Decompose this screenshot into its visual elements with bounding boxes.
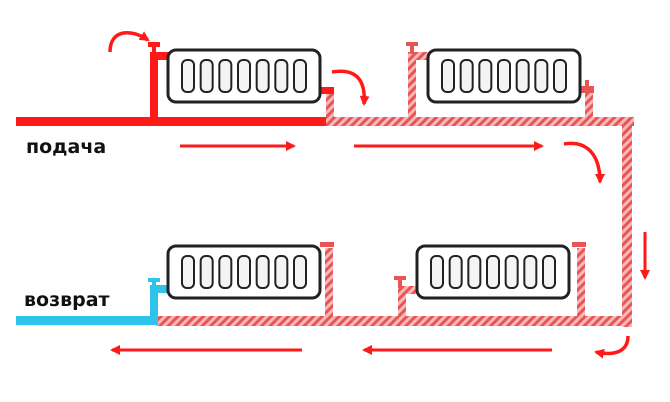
return-connection — [150, 285, 172, 293]
supply-label: подача — [26, 136, 106, 158]
radiator-fin — [181, 59, 195, 93]
flow-arrow-curved-3 — [563, 141, 605, 184]
rad2-valve-stem — [410, 43, 414, 54]
hatched-bottom-pipe — [156, 316, 632, 326]
radiator-fin — [523, 255, 538, 289]
radiator-fin — [448, 255, 463, 289]
radiator-fin — [430, 255, 444, 289]
radiator-top-left — [166, 48, 322, 104]
rad1-outlet-pipe — [326, 88, 334, 122]
radiator-fin — [237, 59, 251, 93]
rad3-inlet-riser — [577, 248, 585, 322]
supply-connection-1 — [150, 52, 172, 60]
radiator-fin — [255, 255, 270, 289]
radiator-fin — [441, 59, 455, 93]
radiator-fin — [515, 59, 530, 93]
radiator-fin — [218, 59, 233, 93]
rad3-outlet-pipe — [398, 286, 406, 322]
rad2-outlet-pipe — [585, 88, 593, 122]
radiator-fin — [181, 255, 195, 289]
radiator-bottom-right — [415, 244, 571, 300]
radiator-fin — [293, 255, 307, 289]
rad2-outlet-valve — [580, 86, 594, 93]
radiator-fin — [459, 59, 474, 93]
valve-stem-1 — [152, 42, 156, 54]
radiator-fin — [199, 255, 214, 289]
rad2-valve-top — [406, 42, 418, 46]
rad3-inlet-valve — [572, 242, 586, 247]
radiator-fin — [542, 255, 556, 289]
rad2-inlet-riser — [408, 52, 416, 122]
rad2-outlet-stem — [585, 80, 589, 88]
radiator-fin — [534, 59, 549, 93]
rad4-inlet-valve — [320, 242, 334, 247]
radiator-fin — [199, 59, 214, 93]
radiator-fin — [274, 59, 289, 93]
radiator-fin — [553, 59, 567, 93]
radiator-fin — [293, 59, 307, 93]
return-label: возврат — [24, 289, 110, 311]
radiator-fin — [497, 59, 511, 93]
return-riser — [150, 285, 158, 325]
flow-arrow-curved-4 — [594, 335, 630, 359]
radiator-fin — [255, 59, 270, 93]
radiator-fin — [218, 255, 233, 289]
hatched-top-pipe — [326, 117, 634, 126]
radiator-fin — [237, 255, 251, 289]
flow-arrow-curved-1 — [108, 30, 150, 53]
radiator-fin — [486, 255, 500, 289]
supply-main-pipe — [16, 117, 332, 126]
rad2-inlet-connection — [408, 52, 432, 60]
radiator-fin — [467, 255, 482, 289]
radiator-fin — [274, 255, 289, 289]
radiator-fin — [478, 59, 493, 93]
rad3-outlet-connection — [398, 286, 422, 294]
rad3-outlet-stem — [398, 276, 402, 288]
rad1-outlet-valve — [320, 87, 334, 94]
return-valve-stem — [152, 278, 156, 287]
return-main-pipe — [16, 316, 158, 325]
radiator-top-right — [426, 48, 582, 104]
rad4-inlet-riser — [325, 248, 333, 322]
radiator-fin — [504, 255, 519, 289]
flow-arrow-curved-2 — [331, 69, 370, 106]
supply-riser-1 — [150, 52, 158, 122]
radiator-bottom-left — [166, 244, 322, 300]
hatched-right-riser — [622, 117, 632, 327]
